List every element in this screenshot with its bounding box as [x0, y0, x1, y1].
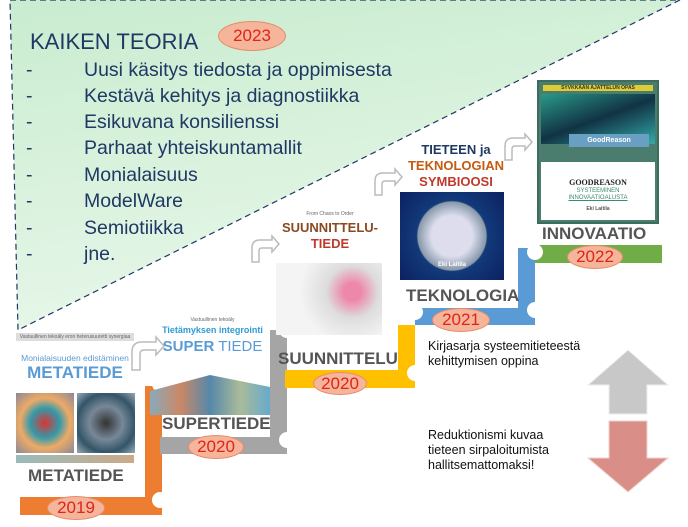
list-item: -Uusi käsitys tiedosta ja oppimisesta — [26, 59, 392, 81]
list-item: -ModelWare — [26, 190, 183, 212]
step-label-suunnittelu: SUUNNITTELU — [278, 349, 398, 368]
list-item: -Esikuvana konsilienssi — [26, 111, 280, 133]
step-label-teknologia: TEKNOLOGIA — [406, 286, 520, 305]
year-badge-2022: 2022 — [567, 245, 623, 269]
down-arrow-icon — [586, 420, 670, 493]
book-cover-innovaatio: SYVKKÄÄN AJATTELUN OPAS GoodReason GOODR… — [537, 80, 659, 224]
year-badge-2020b: 2020 — [313, 372, 367, 395]
year-badge-2021: 2021 — [432, 308, 490, 332]
list-item: -Parhaat yhteiskuntamallit — [26, 137, 302, 159]
list-item: -Kestävä kehitys ja diagnostiikka — [26, 85, 360, 107]
list-item: -Semiotiikka — [26, 217, 184, 239]
year-badge-2023: 2023 — [218, 21, 286, 51]
list-item: -Monialaisuus — [26, 164, 198, 186]
note-up: Kirjasarja systeemitieteestä kehittymise… — [428, 339, 581, 368]
step-label-innovaatio: INNOVAATIO — [542, 224, 647, 243]
step-label-supertiede: SUPERTIEDE — [162, 414, 271, 433]
theory-title: KAIKEN TEORIA — [30, 29, 199, 54]
step-label-metatiede: METATIEDE — [28, 466, 124, 485]
up-arrow-icon — [586, 349, 670, 415]
note-down: Reduktionismi kuvaa tieteen sirpaloitumi… — [428, 428, 549, 472]
year-badge-2020: 2020 — [188, 435, 244, 459]
list-item: -jne. — [26, 243, 116, 265]
year-badge-2019: 2019 — [47, 496, 105, 520]
